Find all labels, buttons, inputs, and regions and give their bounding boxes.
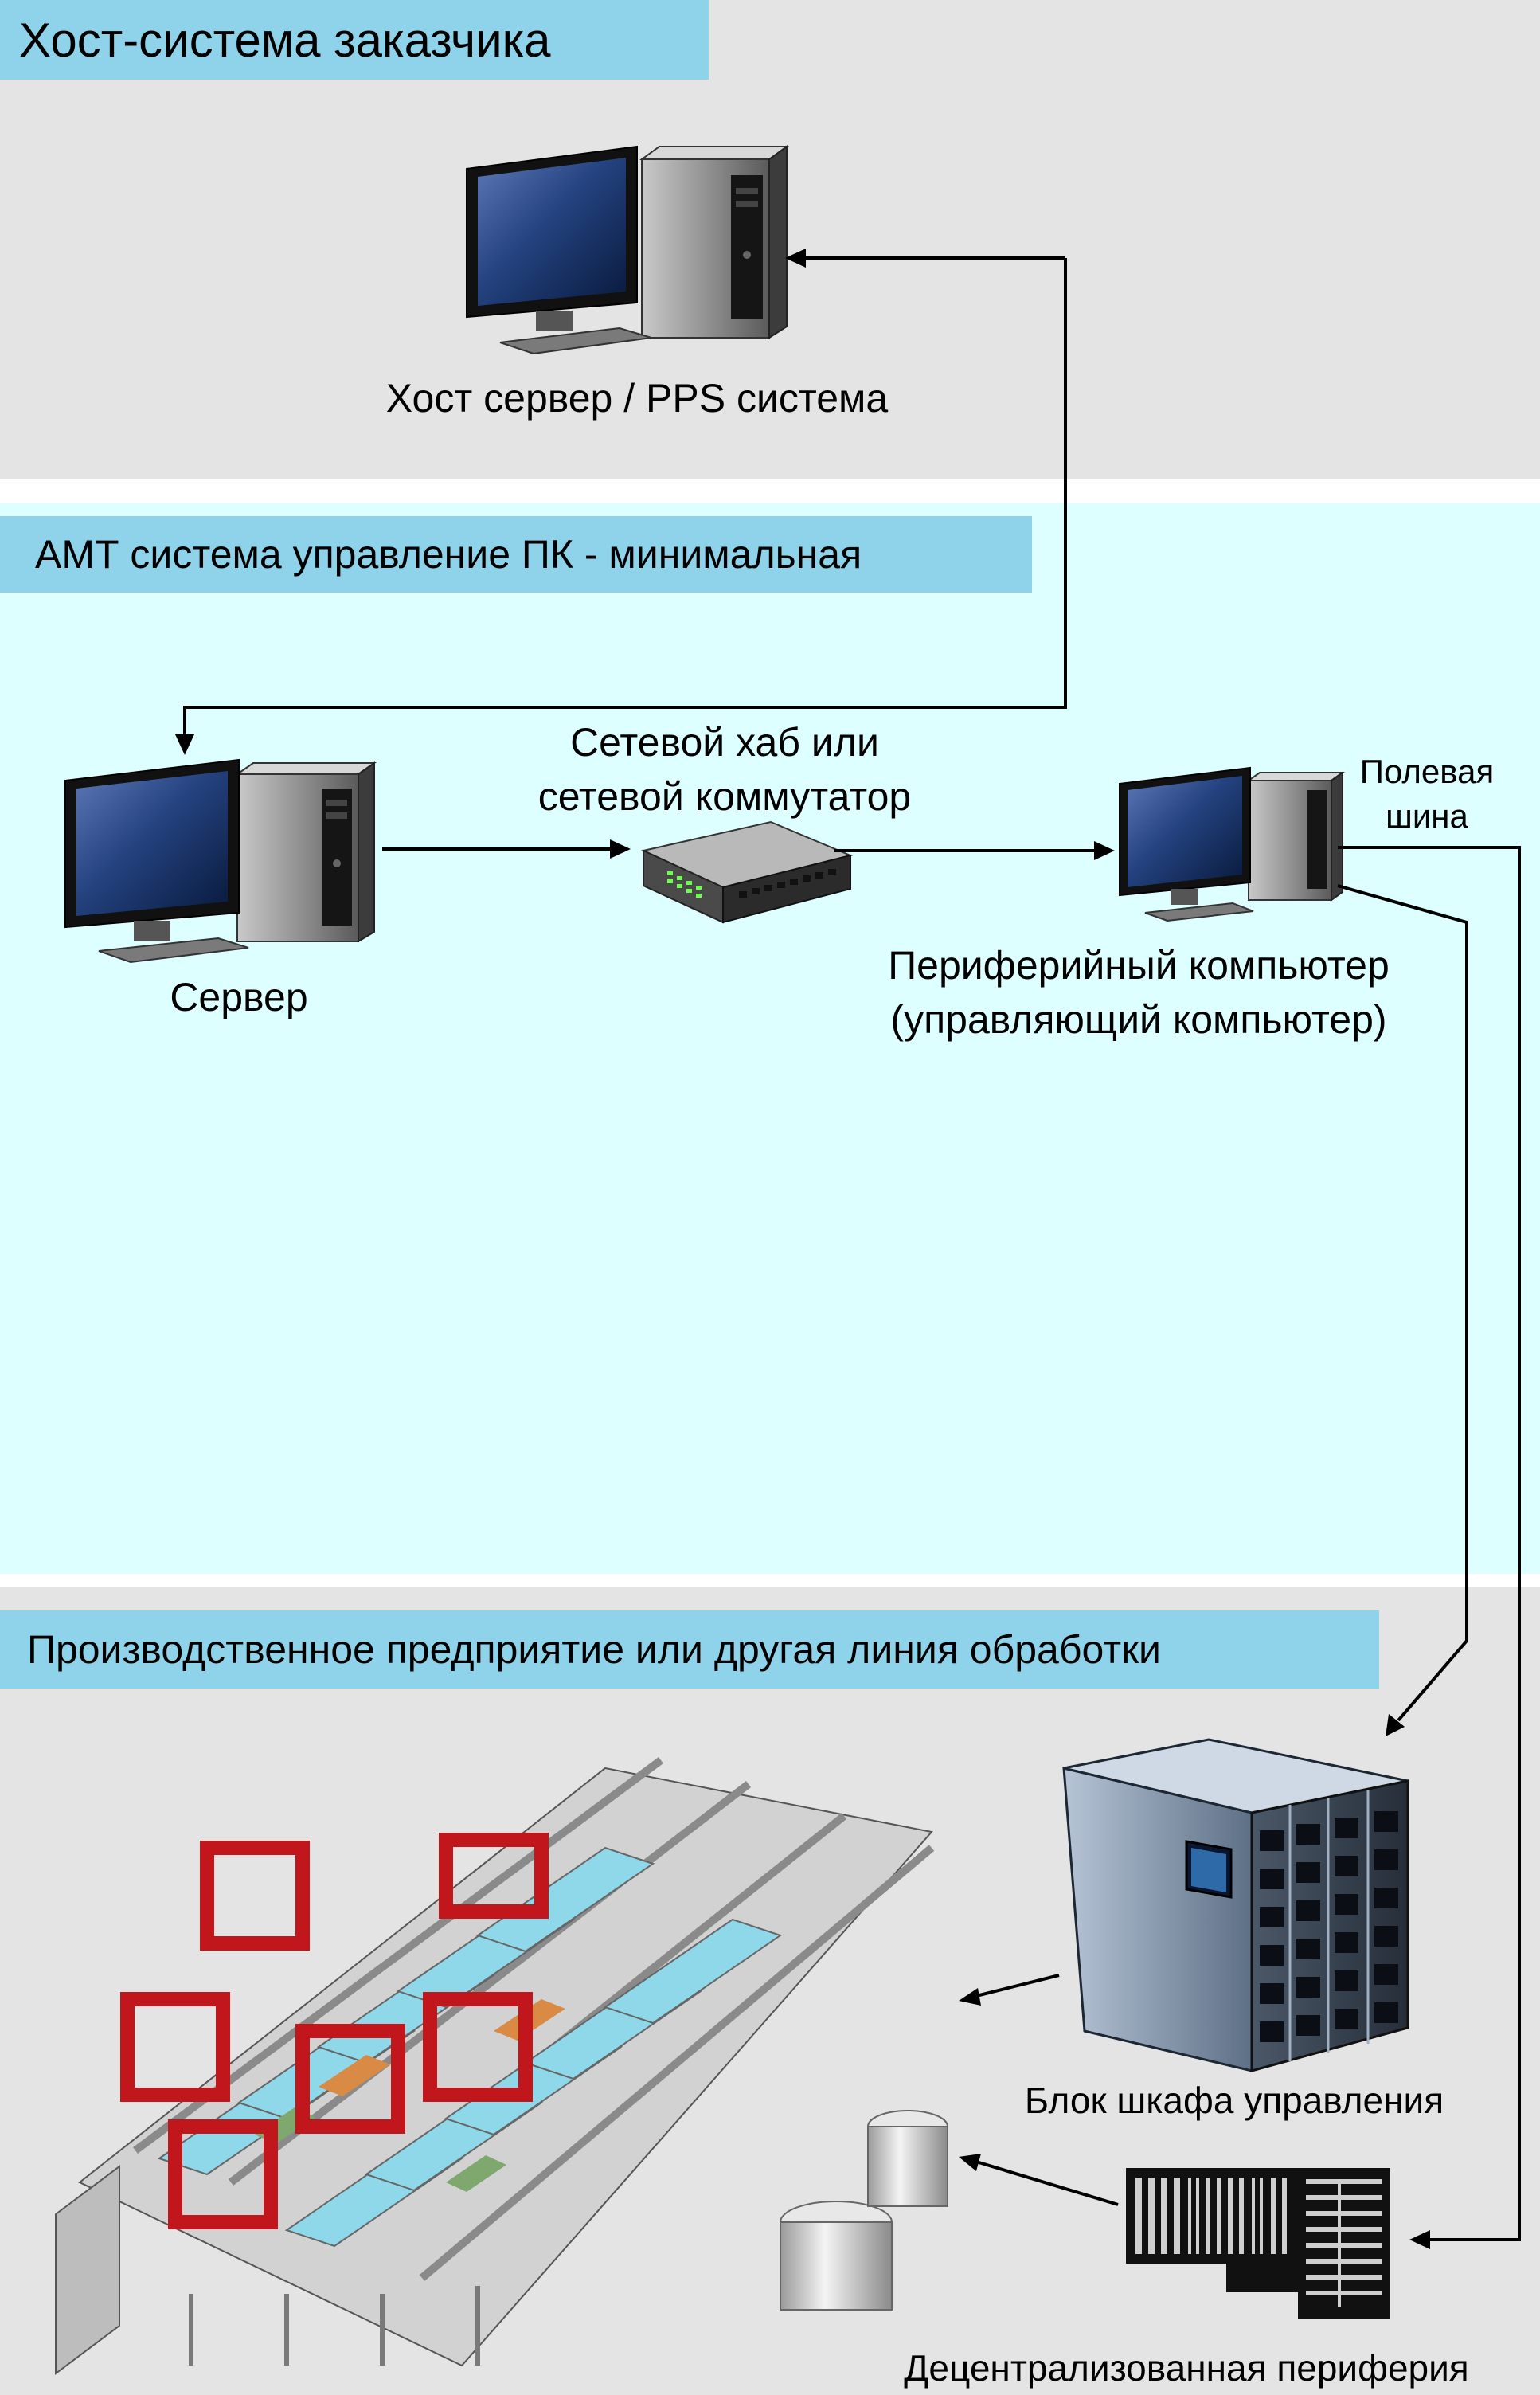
server-label: Сервер bbox=[170, 975, 308, 1019]
host-server-label: Хост сервер / PPS система bbox=[385, 376, 889, 421]
network-hub-label-2: сетевой коммутатор bbox=[537, 774, 912, 819]
network-hub-label-1: Сетевой хаб или bbox=[570, 720, 879, 765]
amt-zone bbox=[0, 503, 1540, 1574]
control-cabinet-icon bbox=[1062, 1738, 1409, 2072]
server-computer-icon bbox=[64, 758, 377, 964]
network-switch-icon bbox=[640, 820, 854, 924]
host-computer-icon bbox=[466, 145, 790, 355]
processing-line-icon bbox=[55, 1756, 948, 2375]
peripheral-computer-icon bbox=[1119, 766, 1346, 922]
host-zone-title: Хост-система заказчика bbox=[0, 0, 709, 80]
peripheral-label-1: Периферийный компьютер bbox=[888, 943, 1390, 988]
control-cabinet-label: Блок шкафа управления bbox=[1024, 2080, 1444, 2121]
decentralized-periphery-label: Децентрализованная периферия bbox=[904, 2347, 1469, 2389]
fieldbus-label-1: Полевая bbox=[1359, 753, 1495, 790]
plant-zone-title: Производственное предприятие или другая … bbox=[0, 1610, 1379, 1689]
peripheral-label-2: (управляющий компьютер) bbox=[890, 997, 1387, 1042]
amt-zone-title: АМТ система управление ПК - минимальная bbox=[0, 516, 1032, 593]
fieldbus-label-2: шина bbox=[1386, 797, 1468, 835]
io-module-icon bbox=[1126, 2168, 1390, 2319]
